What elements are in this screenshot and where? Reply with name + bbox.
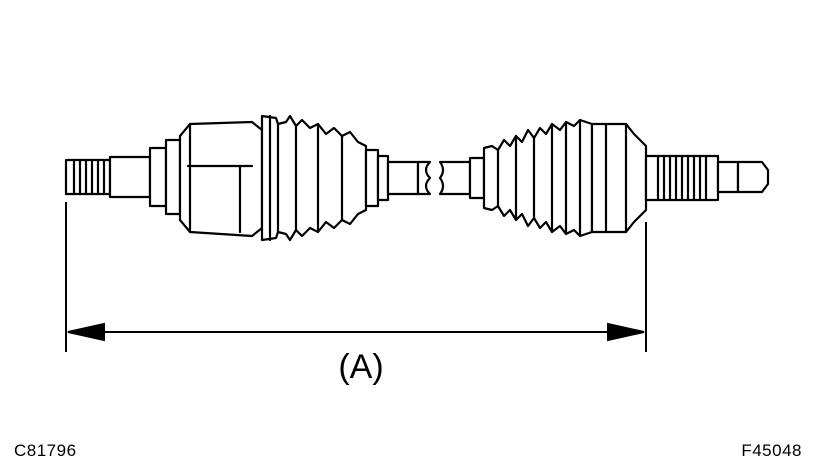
dimension-label: (A) xyxy=(338,348,383,386)
arrowhead-right xyxy=(607,322,645,342)
right-joint-boot xyxy=(482,118,594,238)
right-shaft-stub xyxy=(438,156,486,200)
left-flange xyxy=(148,138,182,216)
dimension-a xyxy=(65,202,647,352)
left-joint-housing xyxy=(178,120,264,238)
left-spline-shaft xyxy=(64,155,152,199)
arrowhead-left xyxy=(67,322,105,342)
right-spline-shaft xyxy=(644,154,770,202)
figure-code-left: C81796 xyxy=(14,441,77,460)
figure-code-right: F45048 xyxy=(741,441,802,460)
left-joint-boot xyxy=(260,114,390,242)
right-joint-housing xyxy=(590,122,648,234)
left-shaft-stub xyxy=(386,160,432,196)
